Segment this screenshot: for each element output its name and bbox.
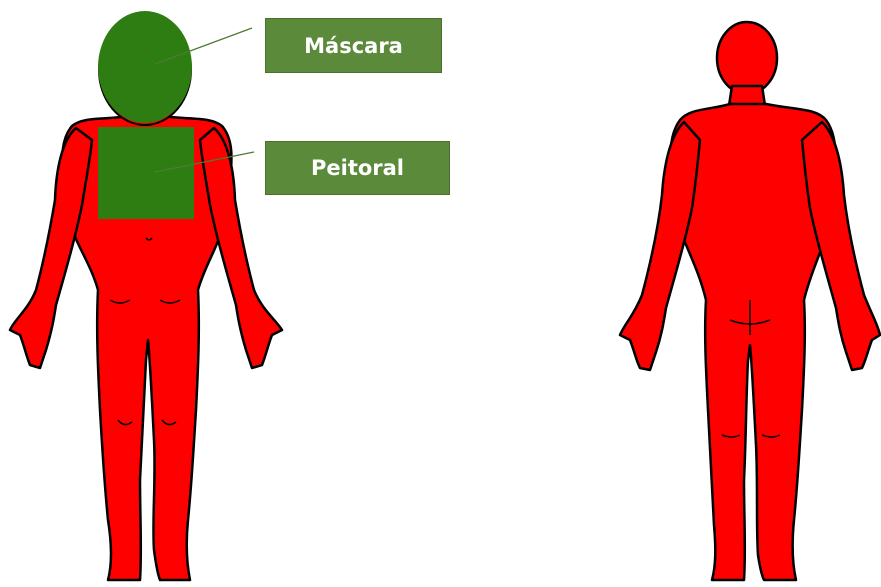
peitoral-zone	[98, 127, 194, 219]
peitoral-label-text: Peitoral	[311, 156, 404, 180]
mascara-zone	[98, 11, 192, 123]
back-head	[717, 22, 777, 94]
peitoral-label-box: Peitoral	[265, 141, 450, 195]
mascara-label-box: Máscara	[265, 18, 442, 73]
mascara-label-text: Máscara	[304, 34, 403, 58]
